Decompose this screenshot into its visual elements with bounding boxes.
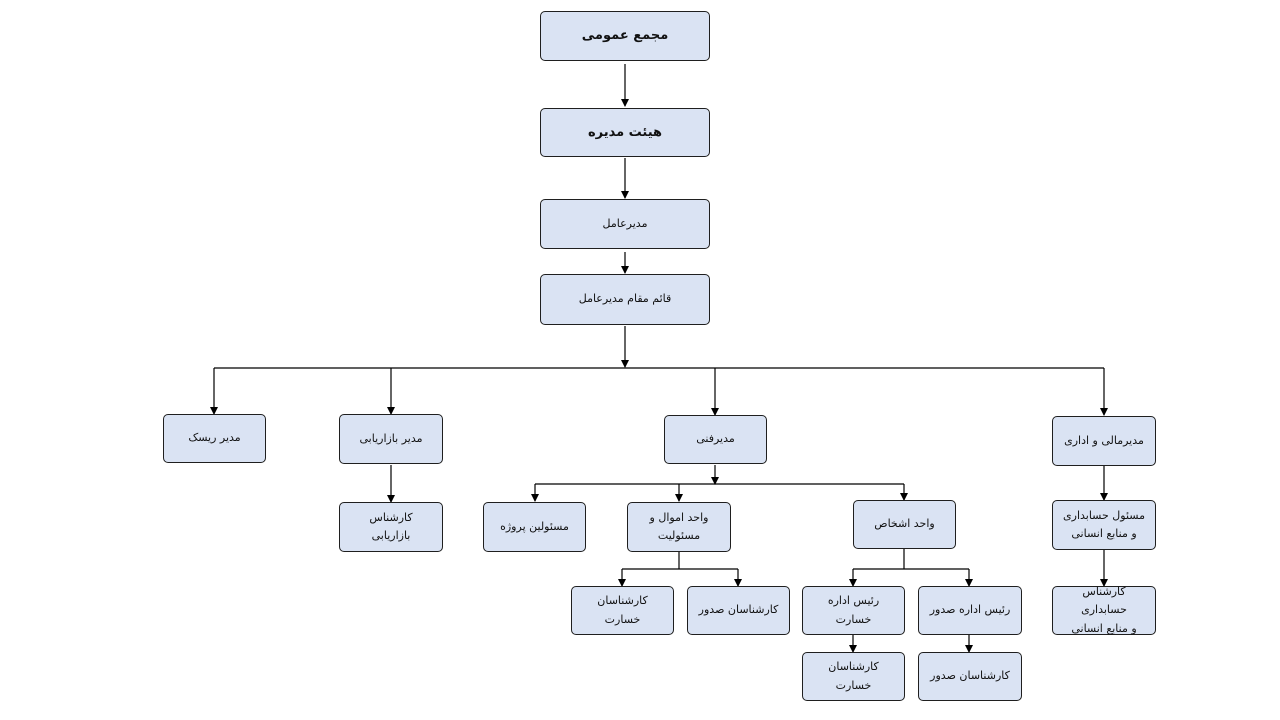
node-marketing-expert: کارشناس بازاریابی	[339, 502, 443, 552]
node-pu-claims-experts: کارشناسان خسارت	[802, 652, 905, 701]
node-ceo: مدیرعامل	[540, 199, 710, 249]
node-deputy-ceo: قائم مقام مدیرعامل	[540, 274, 710, 325]
node-technical-manager: مدیرفنی	[664, 415, 767, 464]
node-marketing-manager: مدیر بازاریابی	[339, 414, 443, 464]
node-risk-manager: مدیر ریسک	[163, 414, 266, 463]
node-issuance-dept-head: رئیس اداره صدور	[918, 586, 1022, 635]
node-pl-issuance-experts: کارشناسان صدور	[687, 586, 790, 635]
node-property-liability-unit: واحد اموال و مسئولیت	[627, 502, 731, 552]
node-accounting-hr-expert: کارشناس حسابداری و منابع انسانی	[1052, 585, 1156, 635]
node-board-of-directors: هیئت مدیره	[540, 108, 710, 157]
node-finance-manager: مدیرمالی و اداری	[1052, 416, 1156, 466]
node-personal-unit: واحد اشخاص	[853, 500, 956, 549]
node-pl-claims-experts: کارشناسان خسارت	[571, 586, 674, 635]
node-project-officials: مسئولین پروژه	[483, 502, 586, 552]
node-accounting-hr-officer: مسئول حسابداری و منابع انسانی	[1052, 500, 1156, 550]
node-claims-dept-head: رئیس اداره خسارت	[802, 586, 905, 635]
node-general-assembly: مجمع عمومی	[540, 11, 710, 61]
node-pu-issuance-experts: کارشناسان صدور	[918, 652, 1022, 701]
